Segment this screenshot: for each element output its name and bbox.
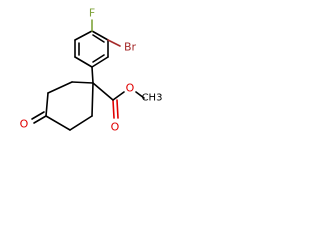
- molecule-structure: F Br O O O CH3: [20, 7, 163, 134]
- bond-o-methyl: [135, 91, 145, 99]
- double-bond: [92, 54, 105, 63]
- cyclohexanone-ring: [45, 81, 94, 131]
- bond: [45, 92, 49, 117]
- bond: [69, 115, 93, 131]
- bromine-label: Br: [124, 41, 137, 54]
- bond: [91, 30, 109, 41]
- double-bond: [92, 34, 105, 43]
- bond: [74, 56, 93, 68]
- bond: [71, 81, 94, 84]
- bond-carbonyl-double: [116, 99, 119, 119]
- ester-oxygen-label: O: [126, 82, 135, 95]
- bond-carbonyl: [112, 99, 115, 119]
- bond: [47, 81, 73, 94]
- ketone-oxygen-label: O: [20, 118, 29, 131]
- fluorine-label: F: [89, 7, 95, 20]
- bond: [45, 115, 71, 131]
- methyl-label: CH3: [142, 93, 163, 104]
- bond: [91, 56, 109, 68]
- bond-aryl-quaternary: [91, 66, 94, 84]
- bond: [91, 82, 94, 117]
- bond-ketone: [33, 115, 47, 124]
- carbonyl-oxygen-label: O: [111, 121, 120, 134]
- bond: [74, 30, 93, 41]
- bond-c-br: [107, 39, 121, 47]
- benzene-ring: [74, 30, 109, 68]
- bond-ester-oxygen: [112, 91, 125, 101]
- bond-ester-carbon: [92, 82, 114, 101]
- bond-ketone-double: [31, 111, 45, 120]
